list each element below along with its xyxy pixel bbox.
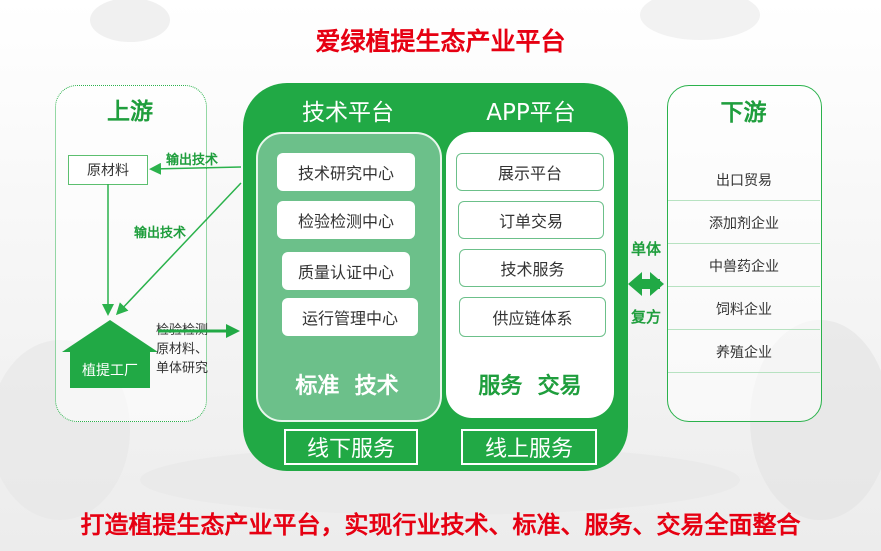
note-monomer-research: 单体研究 xyxy=(156,361,209,376)
output-tech-label-diagonal: 输出技术 xyxy=(134,226,187,241)
factory-label: 植提工厂 xyxy=(82,363,138,379)
tech-slogan: 标准 技术 xyxy=(295,374,399,399)
app-item-showcase: 展示平台 xyxy=(456,153,604,191)
online-service-box: 线上服务 xyxy=(461,429,597,465)
app-item-tech-service: 技术服务 xyxy=(459,249,606,287)
tech-item-research: 技术研究中心 xyxy=(277,153,415,191)
downstream-item-vet-medicine: 中兽药企业 xyxy=(668,245,820,287)
app-item-supply-chain: 供应链体系 xyxy=(459,297,606,337)
tech-item-certification: 质量认证中心 xyxy=(282,252,410,290)
raw-material-box: 原材料 xyxy=(68,155,148,185)
downstream-item-additive: 添加剂企业 xyxy=(668,202,820,244)
downstream-item-feed: 饲料企业 xyxy=(668,288,820,330)
downstream-item-breeding: 养殖企业 xyxy=(668,331,820,373)
offline-service-box: 线下服务 xyxy=(284,429,418,465)
tech-item-inspection: 检验检测中心 xyxy=(277,201,415,239)
note-raw-material: 原材料、 xyxy=(156,342,209,357)
tech-item-operations: 运行管理中心 xyxy=(282,298,418,336)
app-item-orders: 订单交易 xyxy=(458,201,604,239)
downstream-title: 下游 xyxy=(720,100,767,126)
link-label-compound: 复方 xyxy=(631,308,662,326)
upstream-title: 上游 xyxy=(107,99,153,125)
downstream-item-export: 出口贸易 xyxy=(668,160,820,201)
tech-platform-title: 技术平台 xyxy=(302,100,394,126)
link-label-monomer: 单体 xyxy=(631,240,662,258)
app-slogan: 服务 交易 xyxy=(478,374,582,399)
note-inspection: 检验检测 xyxy=(156,323,209,338)
footer-slogan: 打造植提生态产业平台，实现行业技术、标准、服务、交易全面整合 xyxy=(80,511,801,539)
downstream-panel xyxy=(667,85,822,422)
factory-notes: 检验检测 原材料、 单体研究 xyxy=(156,321,236,378)
page-title: 爱绿植提生态产业平台 xyxy=(315,27,566,56)
output-tech-label-top: 输出技术 xyxy=(166,153,219,168)
app-platform-title: APP平台 xyxy=(486,100,576,126)
